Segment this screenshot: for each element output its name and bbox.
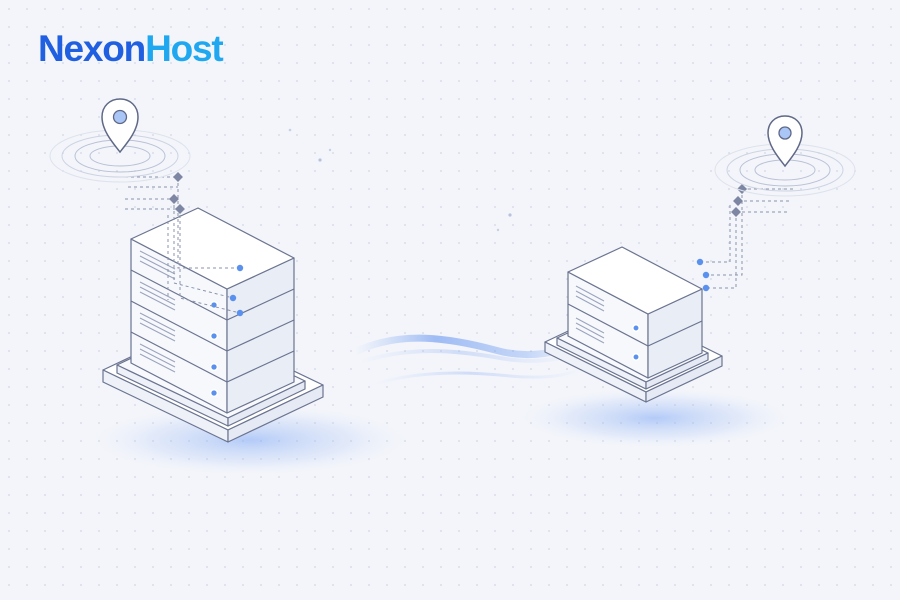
location-pin-icon — [101, 98, 139, 154]
large-server-led-2 — [209, 331, 219, 341]
small-server-led-1 — [632, 324, 640, 332]
logo-text-nexon: Nexon — [38, 28, 146, 69]
large-server — [102, 207, 324, 443]
location-pin-right — [714, 115, 856, 197]
large-server-status-leds — [209, 300, 219, 398]
large-server-vents — [139, 250, 176, 373]
large-server-connectors — [125, 176, 241, 314]
small-server-connectors — [700, 188, 795, 289]
large-server-led-1 — [209, 300, 219, 310]
large-server-top — [130, 207, 295, 290]
small-server-glow — [510, 386, 800, 450]
location-pin-icon — [767, 115, 803, 168]
logo-text-host: Host — [145, 28, 224, 69]
location-pin-left — [49, 98, 191, 183]
large-server-unit-separators — [130, 269, 295, 383]
small-server-connector-nodes — [696, 184, 747, 292]
large-server-connector-nodes — [169, 172, 244, 317]
small-server-status-leds — [632, 324, 640, 361]
large-server-glow — [80, 402, 420, 478]
large-server-led-3 — [209, 362, 219, 372]
large-server-led-4 — [209, 388, 219, 398]
small-server-vents — [575, 285, 605, 344]
small-server-top — [567, 246, 703, 315]
small-server — [544, 246, 723, 403]
data-stream-waves — [288, 128, 589, 386]
small-server-unit-separator — [567, 303, 703, 347]
nexonhost-logo: NexonHost — [38, 28, 224, 69]
small-server-led-2 — [632, 353, 640, 361]
